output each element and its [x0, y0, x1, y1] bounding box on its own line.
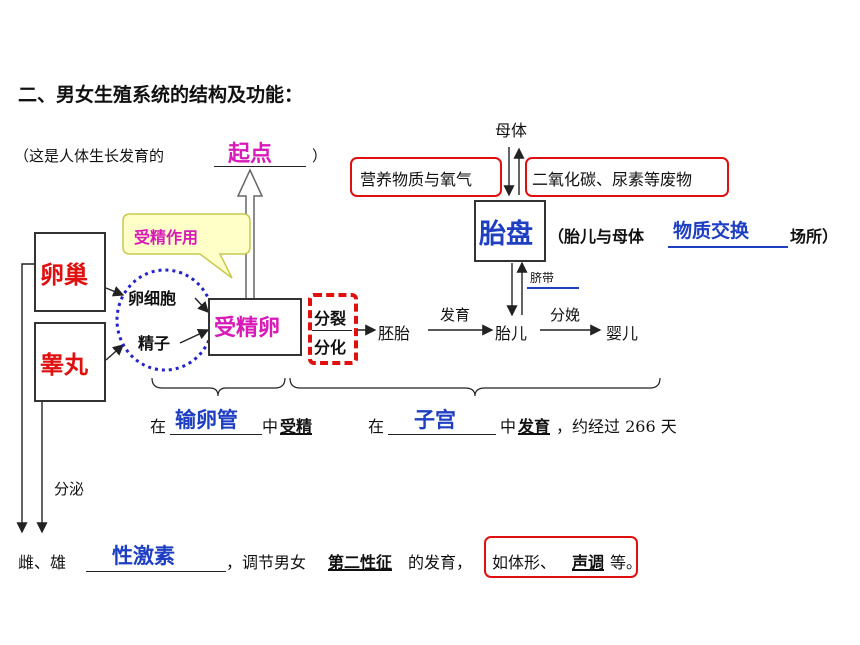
- note-suffix: ）: [312, 147, 328, 165]
- wastes-box: [525, 157, 729, 197]
- zygote-label: 受精卵: [214, 316, 281, 341]
- bottom1-mid1: 中: [262, 417, 279, 436]
- embryo-label: 胚胎: [378, 324, 411, 343]
- bottom2-mid: ，调节男女: [226, 553, 307, 572]
- placenta-underline: [668, 246, 788, 248]
- placenta-desc-suffix: 场所）: [790, 227, 839, 246]
- bottom1-mid2: 中: [500, 417, 517, 436]
- wastes-label: 二氧化碳、尿素等废物: [532, 170, 693, 189]
- divide-label: 分裂: [314, 309, 347, 328]
- testis-box: [34, 322, 106, 402]
- placenta-answer: 物质交换: [673, 220, 750, 242]
- develop-label: 发育: [440, 306, 471, 324]
- nutrients-box: [350, 157, 502, 197]
- umbilical-underline: [527, 287, 579, 289]
- nutrients-label: 营养物质与氧气: [360, 170, 473, 189]
- placenta-desc-prefix: （胎儿与母体: [548, 227, 645, 246]
- brace-left: [151, 377, 286, 397]
- ovary-label: 卵巢: [40, 261, 88, 289]
- note-underline: [214, 166, 306, 167]
- mother-label: 母体: [495, 121, 528, 140]
- birth-label: 分娩: [550, 306, 581, 324]
- bottom1-underline2: [388, 434, 496, 435]
- bottom2-ex1: 如体形、: [492, 553, 557, 572]
- baby-label: 婴儿: [606, 324, 639, 343]
- bottom1-underline1: [170, 434, 262, 435]
- bottom2-mid2: 的发育，: [408, 553, 473, 572]
- division-line: [312, 330, 352, 331]
- bottom1-answer2: 子宫: [414, 408, 456, 432]
- placenta-label: 胎盘: [479, 219, 533, 250]
- page-title: 二、男女生殖系统的结构及功能：: [18, 84, 304, 106]
- bottom2-ex2: 等。: [610, 553, 643, 572]
- division-box: [308, 293, 358, 365]
- example-box: [484, 536, 638, 578]
- placenta-box: [474, 200, 546, 262]
- secrete-label: 分泌: [54, 480, 85, 498]
- egg-label: 卵细胞: [128, 289, 177, 308]
- bottom1-term1: 受精: [280, 417, 313, 436]
- bottom2-answer: 性激素: [112, 544, 175, 568]
- bottom1-in1: 在: [150, 417, 167, 436]
- bottom2-prefix: 雌、雄: [18, 553, 67, 572]
- testis-label: 睾丸: [40, 351, 88, 379]
- bottom1-tail: ，约经过 266 天: [556, 417, 677, 436]
- differentiate-label: 分化: [314, 338, 347, 357]
- sperm-label: 精子: [138, 334, 171, 353]
- brace-right: [289, 377, 661, 397]
- note-prefix: （这是人体生长发育的: [14, 147, 165, 165]
- umbilical-label: 脐带: [530, 271, 555, 285]
- fetus-label: 胎儿: [495, 324, 528, 343]
- bottom1-term2: 发育: [518, 417, 551, 436]
- bottom2-underline: [86, 571, 226, 572]
- zygote-box: [208, 298, 302, 356]
- note-answer: 起点: [228, 142, 273, 167]
- bottom1-in2: 在: [368, 417, 385, 436]
- bottom2-ex-term: 声调: [572, 553, 605, 572]
- bottom1-answer1: 输卵管: [175, 408, 238, 432]
- bubble-label: 受精作用: [134, 228, 199, 247]
- ovary-box: [34, 232, 106, 312]
- bottom2-term: 第二性征: [328, 553, 393, 572]
